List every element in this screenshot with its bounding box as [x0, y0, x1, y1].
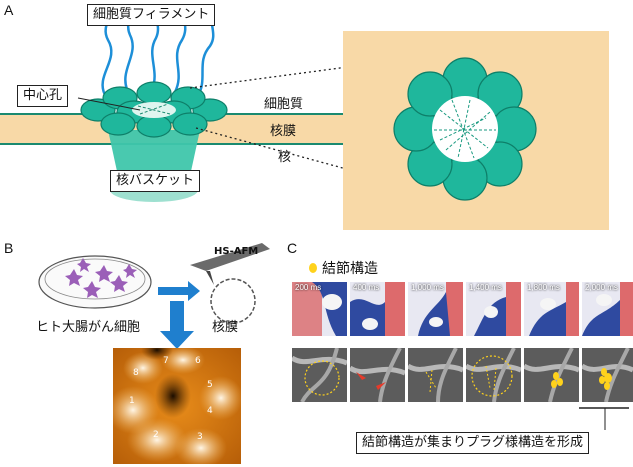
cells-label: ヒト大腸がん細胞: [36, 320, 141, 335]
frame-gray-3: [408, 348, 463, 402]
frame-gray-6: [582, 348, 633, 402]
frame-time-1: 200 ms: [295, 283, 322, 292]
frame-gray-5: [524, 348, 579, 402]
subunit-1: 1: [129, 396, 135, 406]
panel-label-c: C: [287, 240, 298, 256]
knot-legend-marker: [309, 263, 317, 273]
cancer-cells: [65, 258, 137, 298]
subunit-8: 8: [133, 368, 139, 378]
nucleus-label: 核: [278, 150, 292, 165]
panel-b-graphics: [38, 243, 270, 349]
frame-color-3: 1,000 ms: [408, 282, 463, 336]
frame-color-5: 1,800 ms: [524, 282, 579, 336]
frame-time-5: 1,800 ms: [527, 283, 560, 292]
frame-time-6: 2,000 ms: [585, 283, 618, 292]
nuclear-envelope-label-b: 核膜: [212, 320, 239, 335]
central-pore-label: 中心孔: [17, 85, 69, 107]
petri-dish: [38, 255, 152, 309]
zoom-line-bottom: [195, 127, 461, 201]
cytoplasmic-filament-label: 細胞質フィラメント: [87, 4, 216, 26]
arrow-right: [158, 281, 200, 301]
frame-gray-4: [466, 348, 521, 402]
arrow-down: [160, 301, 194, 349]
frame-color-4: 1,400 ms: [466, 282, 521, 336]
knot-legend-label: 結節構造: [322, 261, 378, 277]
nucleus-ring: [210, 278, 256, 324]
subunit-4: 4: [207, 406, 213, 416]
subunit-7: 7: [163, 356, 169, 366]
frame-color-2: 400 ms: [350, 282, 405, 336]
frame-gray-2: [350, 348, 405, 402]
plug-formation-caption: 結節構造が集まりプラグ様構造を形成: [356, 432, 590, 454]
subunit-2: 2: [153, 430, 159, 440]
subunit-3: 3: [197, 432, 203, 442]
nuclear-basket-label: 核バスケット: [110, 170, 201, 192]
frame-time-2: 400 ms: [353, 283, 380, 292]
frame-color-1: 200 ms: [292, 282, 347, 336]
caption-pointer: [579, 407, 629, 430]
afm-cantilever: [190, 243, 270, 271]
panel-label-a: A: [4, 2, 14, 18]
frame-time-3: 1,000 ms: [411, 283, 444, 292]
frame-gray-1: [292, 348, 347, 402]
frame-time-4: 1,400 ms: [469, 283, 502, 292]
panel-label-b: B: [4, 240, 14, 256]
cytoplasm-label: 細胞質: [264, 97, 304, 112]
central-pore-pointer: [77, 97, 141, 111]
afm-image: 1 2 3 4 5 6 7 8: [113, 348, 241, 464]
fg-repeats: [434, 99, 496, 159]
subunit-6: 6: [195, 356, 201, 366]
hs-afm-label: HS-AFM: [214, 246, 259, 257]
frame-color-6: 2,000 ms: [582, 282, 633, 336]
top-view-central-pore: [432, 96, 498, 162]
top-view-ring: [393, 57, 537, 201]
subunit-5: 5: [207, 380, 213, 390]
nuclear-envelope-label: 核膜: [270, 124, 297, 139]
